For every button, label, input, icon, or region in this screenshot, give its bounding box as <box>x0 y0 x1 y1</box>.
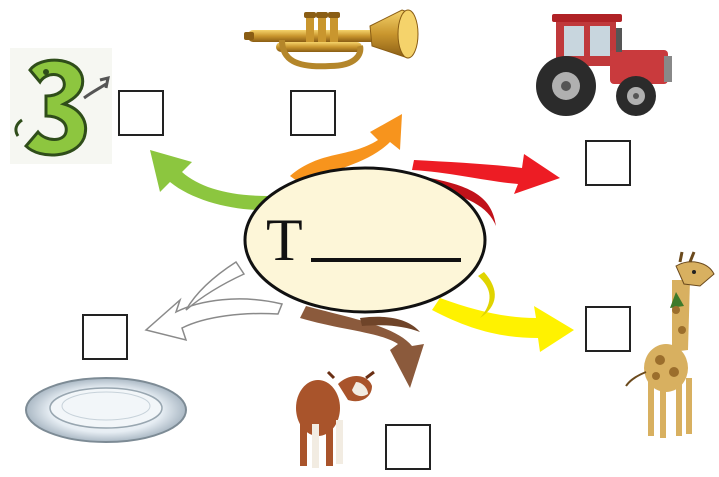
trumpet-icon <box>244 9 419 70</box>
plate-icon <box>25 377 187 443</box>
answer-box-plate[interactable] <box>82 314 128 360</box>
number-3-icon <box>10 48 112 164</box>
giraffe-icon <box>625 251 715 438</box>
center-letter: T <box>266 207 303 273</box>
answer-box-giraffe[interactable] <box>585 306 631 352</box>
arrow-yellow <box>432 272 574 352</box>
tractor-icon <box>536 14 672 116</box>
answer-box-tractor[interactable] <box>585 140 631 186</box>
arrow-orange <box>290 114 402 186</box>
arrow-white <box>144 260 284 342</box>
calf-icon <box>296 370 375 468</box>
center-oval <box>243 166 487 314</box>
center-word-prompt: T <box>266 208 466 272</box>
answer-box-calf[interactable] <box>385 424 431 470</box>
arrow-brown <box>300 306 424 388</box>
word-blank-line[interactable] <box>310 258 461 262</box>
answer-box-number-3[interactable] <box>118 90 164 136</box>
arrow-green <box>150 150 268 210</box>
answer-box-trumpet[interactable] <box>290 90 336 136</box>
